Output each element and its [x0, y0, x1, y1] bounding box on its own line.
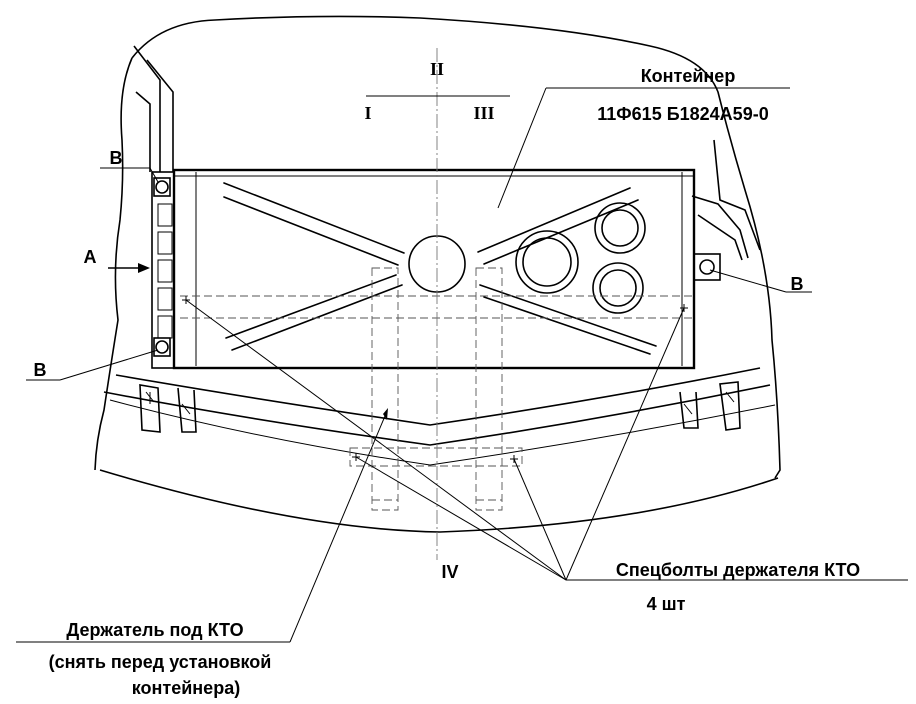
- bolt-b-top-left-head: [155, 180, 169, 194]
- section-label-right: III: [473, 103, 494, 123]
- holder-arrow-head: [383, 408, 388, 420]
- container-title: Контейнер: [641, 66, 736, 86]
- bolts-title: Спецболты держателя КТО: [616, 560, 860, 580]
- bottom-band-inner: [109, 399, 776, 466]
- label-b-bottom-left: В: [34, 360, 47, 380]
- right-structure: [691, 139, 761, 261]
- container-box: [172, 168, 696, 370]
- section-label-bottom: IV: [441, 562, 458, 582]
- view-arrow-head: [138, 263, 150, 273]
- holder-note-line1: (снять перед установкой: [49, 652, 272, 672]
- bolt-markers: [182, 296, 688, 463]
- clamp-mark: [725, 391, 735, 403]
- bolt-b-right: [693, 253, 721, 281]
- bottom-hull-curve: [99, 469, 779, 533]
- port-lower-inner: [599, 269, 637, 307]
- port-upper-inner: [601, 209, 639, 247]
- bottom-band-outer: [103, 384, 771, 446]
- right-bottom-clamp: [679, 381, 741, 431]
- hull-outline: [131, 15, 781, 479]
- port-large: [515, 230, 579, 294]
- bracket-slot: [157, 287, 173, 311]
- port-large-inner: [522, 237, 572, 287]
- bolt-b-bottom-left: [153, 337, 171, 357]
- bottom-band-mid: [115, 367, 761, 426]
- label-b-right: В: [791, 274, 804, 294]
- section-label-top: II: [430, 59, 444, 79]
- leader-lines: [16, 87, 908, 643]
- clamp-mark: [181, 403, 191, 415]
- port-lower: [592, 262, 644, 314]
- holder-note-line2: контейнера): [132, 678, 240, 698]
- left-duct: [133, 45, 174, 172]
- left-bottom-clamp: [139, 384, 197, 433]
- container-code: 11Ф615 Б1824А59-0: [597, 104, 768, 124]
- bolt-b-right-head: [699, 259, 715, 275]
- bracket-slot: [157, 203, 173, 227]
- section-label-left: I: [364, 103, 371, 123]
- bolt-b-top-left: [153, 177, 171, 197]
- holder-title: Держатель под КТО: [66, 620, 243, 640]
- bracket-slot: [157, 231, 173, 255]
- port-upper: [594, 202, 646, 254]
- label-b-top-left: В: [110, 148, 123, 168]
- bracket-slot: [157, 259, 173, 283]
- diagonal-slots: [223, 182, 657, 355]
- bolts-count: 4 шт: [647, 594, 686, 614]
- view-label-a: А: [84, 247, 97, 267]
- left-bracket: [151, 171, 175, 369]
- clamp-mark: [683, 403, 693, 415]
- bracket-slot: [157, 315, 173, 339]
- hull-left-edge: [94, 57, 133, 471]
- bolt-b-bottom-left-head: [155, 340, 169, 354]
- hidden-holder: [180, 267, 692, 511]
